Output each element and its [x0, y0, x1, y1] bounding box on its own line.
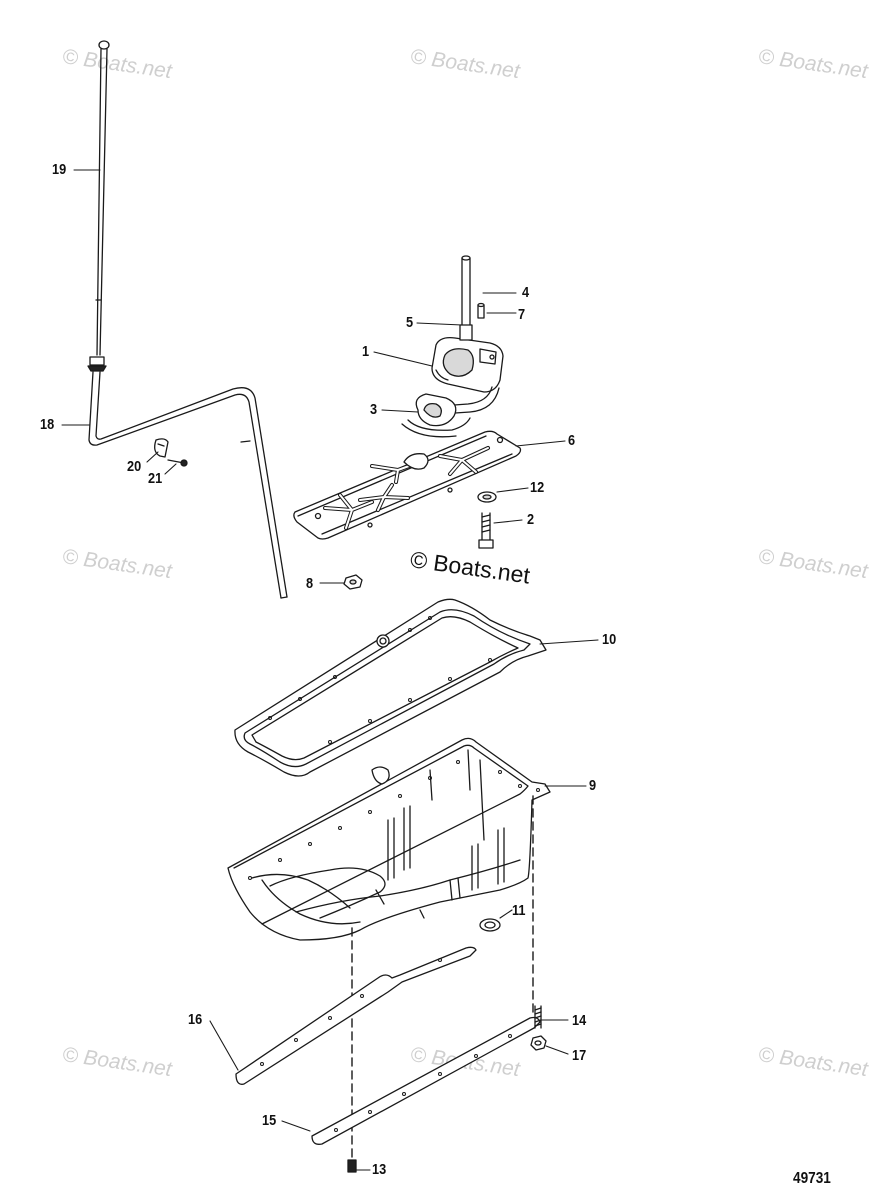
callout-3: 3	[370, 401, 378, 418]
stud-part	[534, 1005, 542, 1029]
callout-19: 19	[52, 161, 67, 178]
callout-12: 12	[530, 479, 545, 496]
bottom-screw-part	[347, 1159, 357, 1173]
windage-tray-part	[293, 430, 522, 540]
oil-pump-part	[431, 337, 504, 393]
clip-part	[154, 438, 169, 458]
figure-number: 49731	[793, 1170, 831, 1187]
callout-14: 14	[572, 1012, 587, 1029]
callout-21: 21	[148, 470, 163, 487]
callout-7: 7	[518, 306, 526, 323]
callout-11: 11	[512, 902, 526, 919]
callout-13: 13	[372, 1161, 387, 1178]
pump-shaft-part	[459, 255, 473, 341]
washer-part	[477, 491, 497, 503]
oil-pan-part	[227, 737, 551, 941]
callout-1: 1	[362, 343, 370, 360]
leader-lines	[61, 169, 599, 1171]
callout-18: 18	[40, 416, 55, 433]
nut-part	[343, 574, 363, 590]
front-rail-seal-part	[235, 946, 477, 1085]
oil-pan-gasket-part	[234, 598, 547, 777]
dipstick-tube-part	[87, 356, 288, 599]
callout-9: 9	[589, 777, 597, 794]
callout-15: 15	[262, 1112, 277, 1129]
dipstick-part	[95, 40, 110, 356]
drain-gasket-part	[479, 918, 501, 932]
pickup-screen-part	[401, 386, 500, 438]
bolt-part	[478, 512, 494, 549]
rear-rail-seal-part	[311, 1016, 541, 1145]
callout-5: 5	[406, 314, 414, 331]
callout-8: 8	[306, 575, 314, 592]
callout-2: 2	[527, 511, 535, 528]
lower-nut-part	[530, 1035, 547, 1051]
callout-10: 10	[602, 631, 617, 648]
callout-20: 20	[127, 458, 142, 475]
pin-part	[477, 302, 485, 319]
callout-6: 6	[568, 432, 576, 449]
callout-17: 17	[572, 1047, 587, 1064]
clip-screw-part	[167, 459, 188, 467]
callout-16: 16	[188, 1011, 203, 1028]
callout-4: 4	[522, 284, 530, 301]
